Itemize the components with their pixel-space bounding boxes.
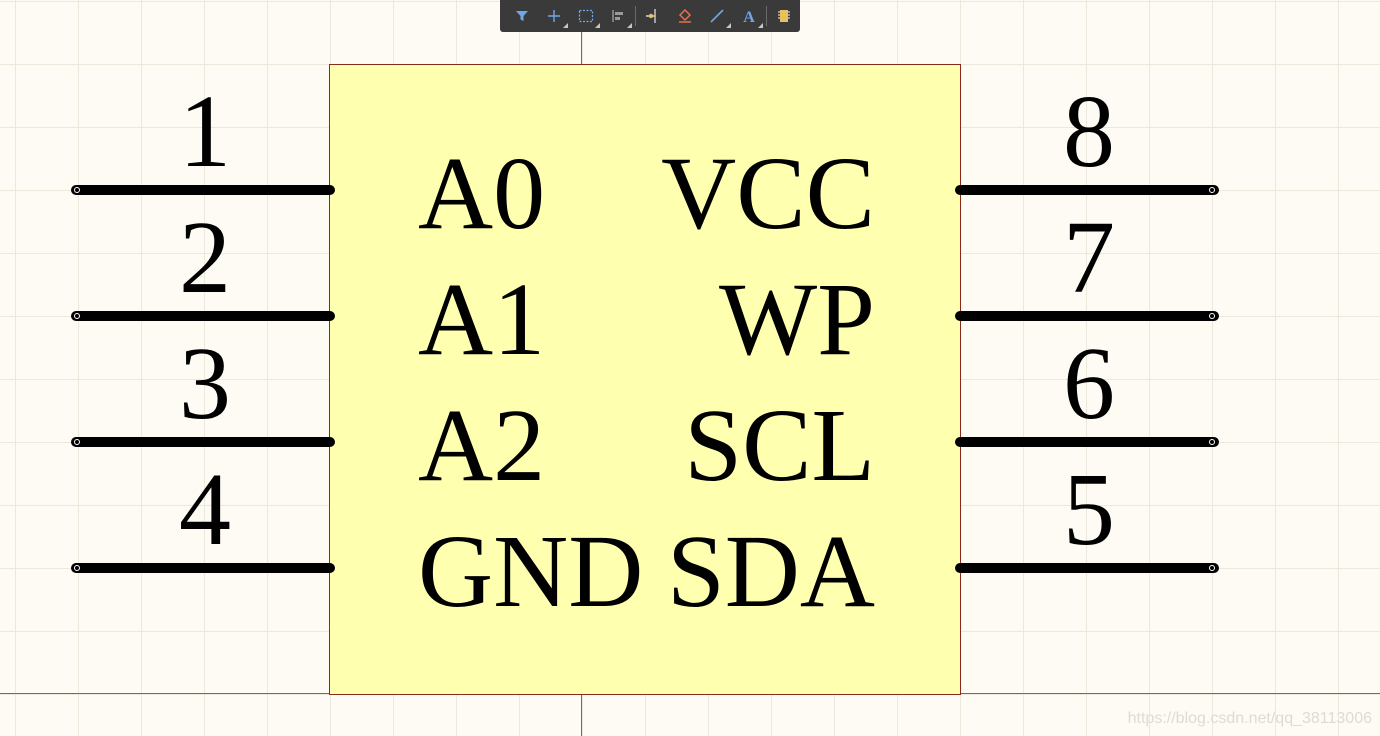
toolbar-separator bbox=[766, 6, 767, 26]
pin-5-line[interactable] bbox=[955, 563, 1219, 573]
component-icon[interactable] bbox=[768, 3, 800, 29]
pin-4-name: GND bbox=[418, 514, 644, 629]
pin-2-number: 2 bbox=[179, 200, 231, 315]
pin-4-hotspot bbox=[74, 565, 80, 571]
select-rectangle-icon[interactable] bbox=[570, 3, 602, 29]
pin-1-name: A0 bbox=[418, 136, 546, 251]
pin-5-name: SDA bbox=[666, 514, 875, 629]
pin-6-hotspot bbox=[1209, 439, 1215, 445]
pin-6-number: 6 bbox=[1063, 326, 1115, 441]
text-icon[interactable]: A bbox=[733, 3, 765, 29]
pin-3-number: 3 bbox=[179, 326, 231, 441]
pin-6-name: SCL bbox=[684, 388, 875, 503]
pin-1-number: 1 bbox=[179, 74, 231, 189]
pin-7-line[interactable] bbox=[955, 311, 1219, 321]
pin-3-name: A2 bbox=[418, 388, 546, 503]
pin-3-hotspot bbox=[74, 439, 80, 445]
pin-2-hotspot bbox=[74, 313, 80, 319]
pin-4-number: 4 bbox=[179, 452, 231, 567]
active-bar-toolbar: A bbox=[500, 0, 800, 32]
place-pin-icon[interactable] bbox=[637, 3, 669, 29]
pin-3-line[interactable] bbox=[71, 437, 335, 447]
pin-1-hotspot bbox=[74, 187, 80, 193]
crosshair-icon[interactable] bbox=[538, 3, 570, 29]
pin-8-line[interactable] bbox=[955, 185, 1219, 195]
pin-2-name: A1 bbox=[418, 262, 546, 377]
line-icon[interactable] bbox=[701, 3, 733, 29]
pin-8-number: 8 bbox=[1063, 74, 1115, 189]
pin-6-line[interactable] bbox=[955, 437, 1219, 447]
pin-8-hotspot bbox=[1209, 187, 1215, 193]
pin-7-hotspot bbox=[1209, 313, 1215, 319]
pin-7-name: WP bbox=[719, 262, 875, 377]
align-left-icon[interactable] bbox=[602, 3, 634, 29]
pin-1-line[interactable] bbox=[71, 185, 335, 195]
toolbar-separator bbox=[635, 6, 636, 26]
svg-text:A: A bbox=[743, 9, 755, 24]
filter-icon[interactable] bbox=[506, 3, 538, 29]
eraser-icon[interactable] bbox=[669, 3, 701, 29]
watermark: https://blog.csdn.net/qq_38113006 bbox=[1127, 710, 1372, 727]
pin-7-number: 7 bbox=[1063, 200, 1115, 315]
pin-4-line[interactable] bbox=[71, 563, 335, 573]
pin-2-line[interactable] bbox=[71, 311, 335, 321]
pin-8-name: VCC bbox=[661, 136, 875, 251]
pin-5-number: 5 bbox=[1063, 452, 1115, 567]
component-body[interactable] bbox=[329, 64, 961, 695]
pin-5-hotspot bbox=[1209, 565, 1215, 571]
